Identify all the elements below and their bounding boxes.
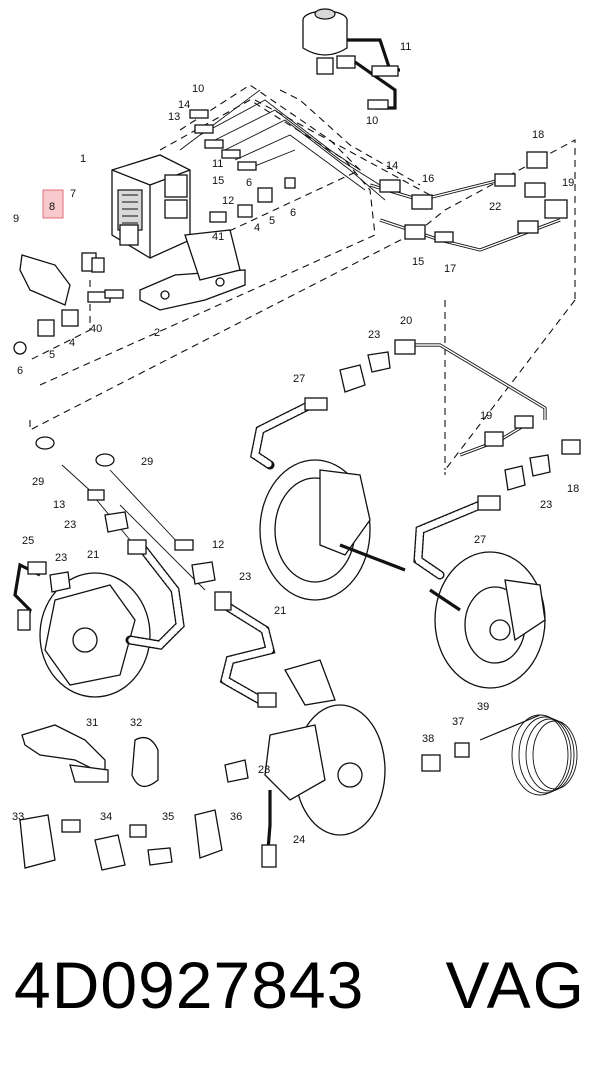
dashed-boundaries — [29, 84, 576, 475]
callout-29: 29 — [32, 476, 44, 488]
brand-label: VAG — [445, 948, 586, 1022]
callout-11b: 11 — [212, 158, 223, 170]
callout-14b: 14 — [386, 160, 398, 172]
callout-7: 7 — [70, 188, 76, 200]
callout-23d: 23 — [239, 571, 251, 583]
callout-12: 12 — [222, 195, 234, 207]
callout-18b: 18 — [567, 483, 579, 495]
callout-32: 32 — [130, 717, 142, 729]
front-brake-left — [13, 539, 185, 698]
callout-31: 31 — [86, 717, 98, 729]
callout-5: 5 — [269, 215, 275, 227]
callout-2: 2 — [154, 327, 160, 339]
callout-20: 20 — [400, 315, 412, 327]
connecting-lines — [35, 436, 216, 593]
callout-23: 23 — [368, 329, 380, 341]
abs-hydraulic-unit — [111, 154, 191, 259]
callout-9: 9 — [13, 213, 19, 225]
callout-6b: 6 — [17, 365, 23, 377]
callout-10b: 10 — [366, 115, 378, 127]
callout-25: 25 — [22, 535, 34, 547]
callout-1: 1 — [80, 153, 86, 165]
callout-15b: 15 — [412, 256, 424, 268]
callout-4: 4 — [254, 222, 260, 234]
callout-38: 38 — [422, 733, 434, 745]
callout-29b: 29 — [141, 456, 153, 468]
callout-labels: 1 2 4 4 5 5 6 6 6 7 8 9 10 10 11 11 12 1… — [12, 41, 579, 846]
callout-23b: 23 — [540, 499, 552, 511]
callout-19b: 19 — [480, 410, 492, 422]
vacuum-regulator — [302, 8, 400, 110]
callout-36: 36 — [230, 811, 242, 823]
callout-40: 40 — [90, 323, 102, 335]
pipe-coil — [421, 714, 578, 796]
callout-14: 14 — [178, 99, 190, 111]
part-number: 4D0927843 — [14, 948, 365, 1022]
callout-34: 34 — [100, 811, 112, 823]
callout-22: 22 — [489, 201, 501, 213]
mounting-bracket — [139, 229, 246, 311]
callout-33: 33 — [12, 811, 24, 823]
callout-24: 24 — [293, 834, 305, 846]
front-brake-right — [214, 591, 386, 868]
callout-23f: 23 — [258, 764, 270, 776]
rear-brake-disc-right — [429, 551, 546, 689]
callout-12b: 12 — [212, 539, 224, 551]
callout-13: 13 — [168, 111, 180, 123]
callout-21: 21 — [87, 549, 99, 561]
rear-brake-disc-left — [259, 459, 406, 601]
footer: 4D0927843 VAG — [0, 930, 600, 1050]
left-small-parts — [13, 189, 124, 355]
bottom-left-parts — [19, 724, 223, 871]
callout-11: 11 — [400, 41, 411, 53]
callout-17: 17 — [444, 263, 456, 275]
callout-35: 35 — [162, 811, 174, 823]
callout-5b: 5 — [49, 349, 55, 361]
callout-13b: 13 — [53, 499, 65, 511]
callout-27b: 27 — [474, 534, 486, 546]
callout-10: 10 — [192, 83, 204, 95]
callout-39: 39 — [477, 701, 489, 713]
callout-4b: 4 — [69, 337, 75, 349]
callout-23e: 23 — [55, 552, 67, 564]
brake-hose-right — [413, 495, 501, 580]
callout-6c: 6 — [246, 177, 252, 189]
brake-system-exploded-diagram: 1 2 4 4 5 5 6 6 6 7 8 9 10 10 11 11 12 1… — [12, 8, 581, 871]
callout-18: 18 — [532, 129, 544, 141]
middle-right-pipes — [339, 339, 581, 491]
callout-19: 19 — [562, 177, 574, 189]
callout-23c: 23 — [64, 519, 76, 531]
callout-6: 6 — [290, 207, 296, 219]
callout-15: 15 — [212, 175, 224, 187]
brake-pipe-bundle — [179, 89, 386, 223]
callout-8: 8 — [49, 201, 55, 213]
upper-right-pipes — [369, 151, 568, 252]
brake-hose-upper — [249, 397, 328, 470]
callout-41: 41 — [212, 231, 224, 243]
callout-21b: 21 — [274, 605, 286, 617]
callout-27: 27 — [293, 373, 305, 385]
callout-16: 16 — [422, 173, 434, 185]
callout-37: 37 — [452, 716, 464, 728]
